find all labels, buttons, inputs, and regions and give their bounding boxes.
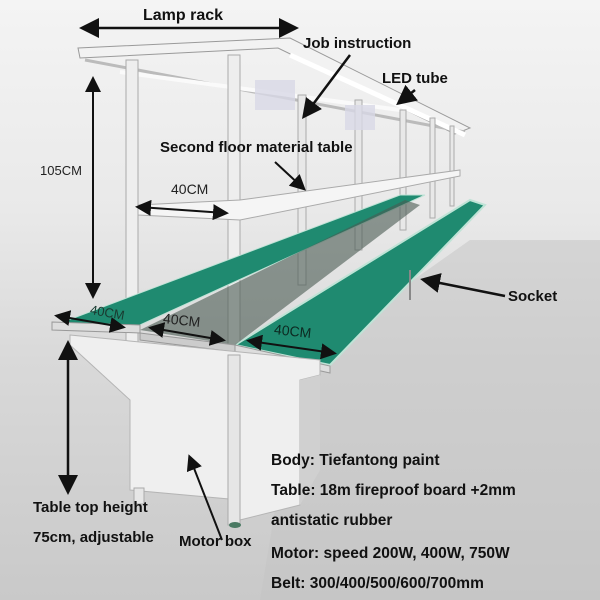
lamp-rack <box>77 37 472 135</box>
socket-label: Socket <box>508 288 558 305</box>
lamp-rack-label: Lamp rack <box>143 7 224 24</box>
second-floor-label: Second floor material table <box>160 139 353 156</box>
leg <box>227 354 241 526</box>
spec-table: Table: 18m fireproof board +2mm <box>271 482 516 499</box>
spec-body: Body: Tiefantong paint <box>271 452 440 469</box>
spec-motor: Motor: speed 200W, 400W, 750W <box>271 545 510 562</box>
led-tube-label: LED tube <box>382 70 448 87</box>
spec-table-cont: antistatic rubber <box>271 512 393 529</box>
shelf-width-label: 40CM <box>171 181 209 197</box>
table-top-height-value: 75cm, adjustable <box>33 529 154 546</box>
led-tube <box>288 52 467 138</box>
motor-box-label: Motor box <box>179 533 252 550</box>
spec-belt: Belt: 300/400/500/600/700mm <box>271 575 484 592</box>
job-instruction-label: Job instruction <box>303 35 412 52</box>
table-top-height-label: Table top height <box>33 499 148 516</box>
height-105-label: 105CM <box>40 163 82 178</box>
